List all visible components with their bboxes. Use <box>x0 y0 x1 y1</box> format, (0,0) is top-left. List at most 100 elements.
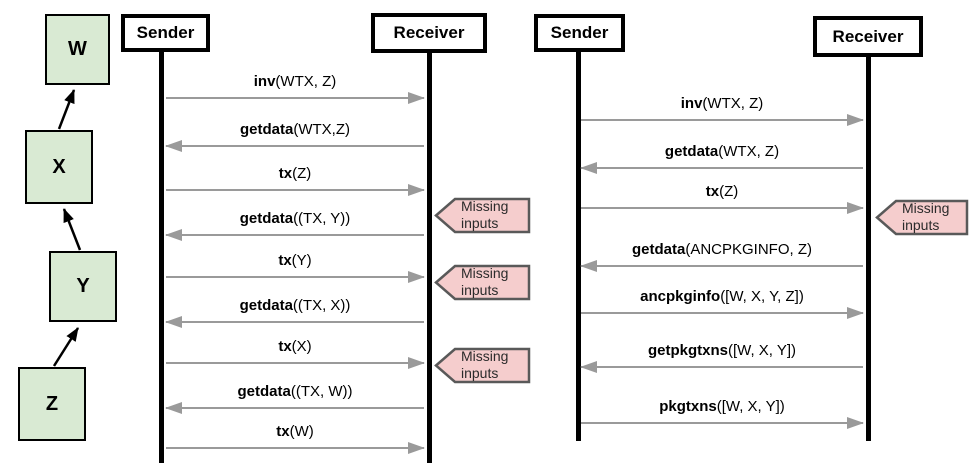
missing-inputs-text: Missing inputs <box>461 198 509 231</box>
missing-inputs-text: Missing inputs <box>902 200 950 233</box>
msg-getdata-tx-x: getdata((TX, X)) <box>165 295 424 328</box>
msg-getdata-wtx-z-2: getdata(WTX, Z) <box>580 141 863 174</box>
message-arrow-left-icon <box>580 162 863 174</box>
message-fn: inv <box>253 73 276 90</box>
message-args: ([W, X, Y, Z]) <box>720 288 804 305</box>
tx-node-y-label: Y <box>76 275 90 297</box>
dependency-arrows <box>52 89 82 367</box>
message-arrow-left-icon <box>165 402 424 414</box>
msg-getdata-wtx-z: getdata(WTX,Z) <box>165 119 424 152</box>
message-arrow-right-icon <box>166 271 425 283</box>
message-arrow-left-icon <box>165 229 424 241</box>
msg-getpkgtxns: getpkgtxns([W, X, Y]) <box>580 340 863 373</box>
message-label: getdata((TX, Y)) <box>166 208 424 231</box>
right-diagram-receiver-box: Receiver <box>813 16 923 57</box>
receiver-label: Receiver <box>393 23 465 42</box>
missing-inputs-tag: Missing inputs <box>875 198 970 237</box>
message-args: (X) <box>291 338 312 355</box>
tag-shape-icon <box>434 347 531 384</box>
message-args: (W) <box>289 423 314 440</box>
message-fn: getdata <box>239 297 293 314</box>
sender-label: Sender <box>136 23 195 42</box>
message-arrow-right-icon <box>166 442 425 454</box>
message-fn: tx <box>278 252 292 269</box>
msg-tx-z: tx(Z) <box>166 163 425 196</box>
message-fn: getdata <box>237 383 291 400</box>
msg-tx-z-2: tx(Z) <box>581 181 864 214</box>
sender-label: Sender <box>550 23 609 42</box>
message-fn: pkgtxns <box>659 398 717 415</box>
tx-node-w: W <box>45 14 110 85</box>
message-arrow-right-icon <box>581 417 864 429</box>
message-args: ([W, X, Y]) <box>716 398 785 415</box>
right-diagram-sender-box: Sender <box>534 14 625 52</box>
message-args: (WTX, Z) <box>718 143 780 160</box>
tx-node-x-label: X <box>52 155 66 178</box>
msg-getdata-tx-w: getdata((TX, W)) <box>165 381 424 414</box>
right-diagram-sender-lifeline <box>576 52 581 441</box>
missing-inputs-tag: Missing inputs <box>434 346 532 385</box>
msg-pkgtxns: pkgtxns([W, X, Y]) <box>581 396 864 429</box>
message-arrow-left-icon <box>580 361 863 373</box>
message-label: ancpkginfo([W, X, Y, Z]) <box>581 286 863 309</box>
msg-tx-x: tx(X) <box>166 336 425 369</box>
message-args: (Z) <box>719 183 739 200</box>
arrow-z-to-y-icon <box>52 327 80 367</box>
message-args: (Y) <box>291 252 312 269</box>
message-arrow-right-icon <box>166 184 425 196</box>
message-args: (WTX, Z) <box>275 73 337 90</box>
message-args: (WTX, Z) <box>702 95 764 112</box>
msg-getdata-ancpkginfo-z: getdata(ANCPKGINFO, Z) <box>580 239 863 272</box>
message-fn: tx <box>276 423 290 440</box>
message-fn: getpkgtxns <box>647 342 728 359</box>
message-label: getdata((TX, X)) <box>166 295 424 318</box>
message-args: (Z) <box>292 165 312 182</box>
tx-node-w-label: W <box>68 38 87 60</box>
message-fn: getdata <box>240 121 294 138</box>
message-label: getdata(WTX,Z) <box>166 119 424 142</box>
message-label: getdata(WTX, Z) <box>581 141 863 164</box>
tag-shape-icon <box>875 199 969 236</box>
msg-getdata-tx-y: getdata((TX, Y)) <box>165 208 424 241</box>
message-arrow-right-icon <box>581 307 864 319</box>
message-label: getdata((TX, W)) <box>166 381 424 404</box>
tx-node-y: Y <box>49 251 117 322</box>
missing-inputs-text: Missing inputs <box>461 348 509 381</box>
tx-node-z-label: Z <box>45 392 59 415</box>
msg-inv-wtx-z-2: inv(WTX, Z) <box>581 93 864 126</box>
message-args: ((TX, Y)) <box>293 210 351 227</box>
tag-shape-icon <box>434 264 531 301</box>
message-label: getdata(ANCPKGINFO, Z) <box>581 239 863 262</box>
message-fn: tx <box>278 165 293 182</box>
message-arrow-right-icon <box>166 357 425 369</box>
message-label: tx(Z) <box>166 163 424 186</box>
message-label: tx(X) <box>166 336 424 359</box>
message-arrow-right-icon <box>581 202 864 214</box>
message-arrow-left-icon <box>580 260 863 272</box>
message-fn: tx <box>278 338 292 355</box>
message-arrow-right-icon <box>166 92 425 104</box>
message-fn: inv <box>680 95 703 112</box>
message-args: ([W, X, Y]) <box>727 342 797 359</box>
msg-inv-wtx-z: inv(WTX, Z) <box>166 71 425 104</box>
receiver-label: Receiver <box>832 26 904 46</box>
message-label: pkgtxns([W, X, Y]) <box>581 396 863 419</box>
message-fn: ancpkginfo <box>640 288 721 305</box>
message-label: getpkgtxns([W, X, Y]) <box>581 340 863 363</box>
msg-tx-w: tx(W) <box>166 421 425 454</box>
left-diagram-sender-lifeline <box>159 52 164 463</box>
tag-shape-icon <box>434 197 531 234</box>
msg-tx-y: tx(Y) <box>166 250 425 283</box>
message-args: ((TX, W)) <box>290 383 353 400</box>
left-diagram-receiver-lifeline <box>427 53 432 463</box>
message-arrow-left-icon <box>165 140 424 152</box>
tx-node-z: Z <box>18 367 86 441</box>
arrow-y-to-x-icon <box>62 208 82 251</box>
right-diagram-receiver-lifeline <box>866 57 871 441</box>
message-arrow-right-icon <box>581 114 864 126</box>
message-label: inv(WTX, Z) <box>581 93 863 116</box>
missing-inputs-text: Missing inputs <box>461 265 509 298</box>
message-arrow-left-icon <box>165 316 424 328</box>
message-label: inv(WTX, Z) <box>166 71 424 94</box>
message-label: tx(W) <box>166 421 424 444</box>
